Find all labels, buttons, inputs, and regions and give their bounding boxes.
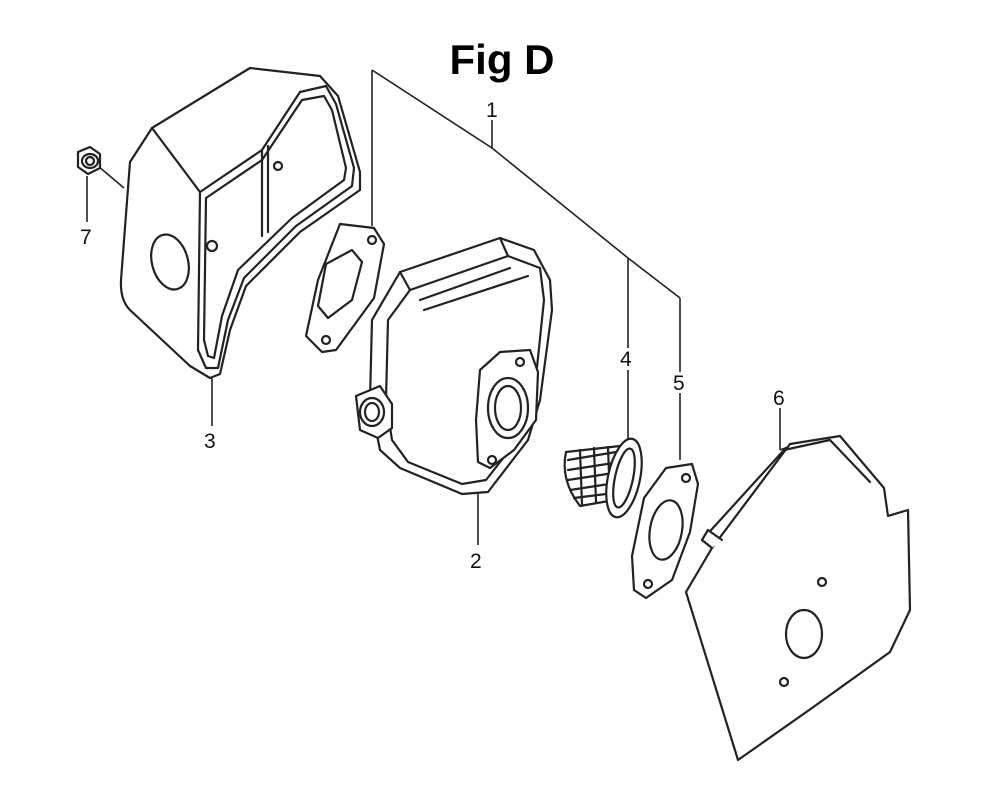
leader-lines <box>86 69 794 545</box>
callout-7: 7 <box>80 226 92 249</box>
part-7-nut <box>76 145 102 176</box>
callout-5: 5 <box>673 372 685 395</box>
figure-title: Fig D <box>449 36 555 83</box>
callout-2: 2 <box>470 550 482 573</box>
callout-3: 3 <box>204 430 216 453</box>
part-3-muffler-protector <box>119 66 362 380</box>
part-6-heat-shield <box>684 434 912 762</box>
part-2-muffler <box>354 236 554 496</box>
callout-labels: 1 2 3 4 5 6 7 <box>80 99 785 573</box>
part-gasket-upper <box>304 222 386 354</box>
part-5-gasket <box>630 462 700 600</box>
callout-1: 1 <box>486 99 498 122</box>
part-4-spark-arrester <box>563 437 643 519</box>
callout-6: 6 <box>773 387 785 410</box>
callout-4: 4 <box>620 348 632 371</box>
